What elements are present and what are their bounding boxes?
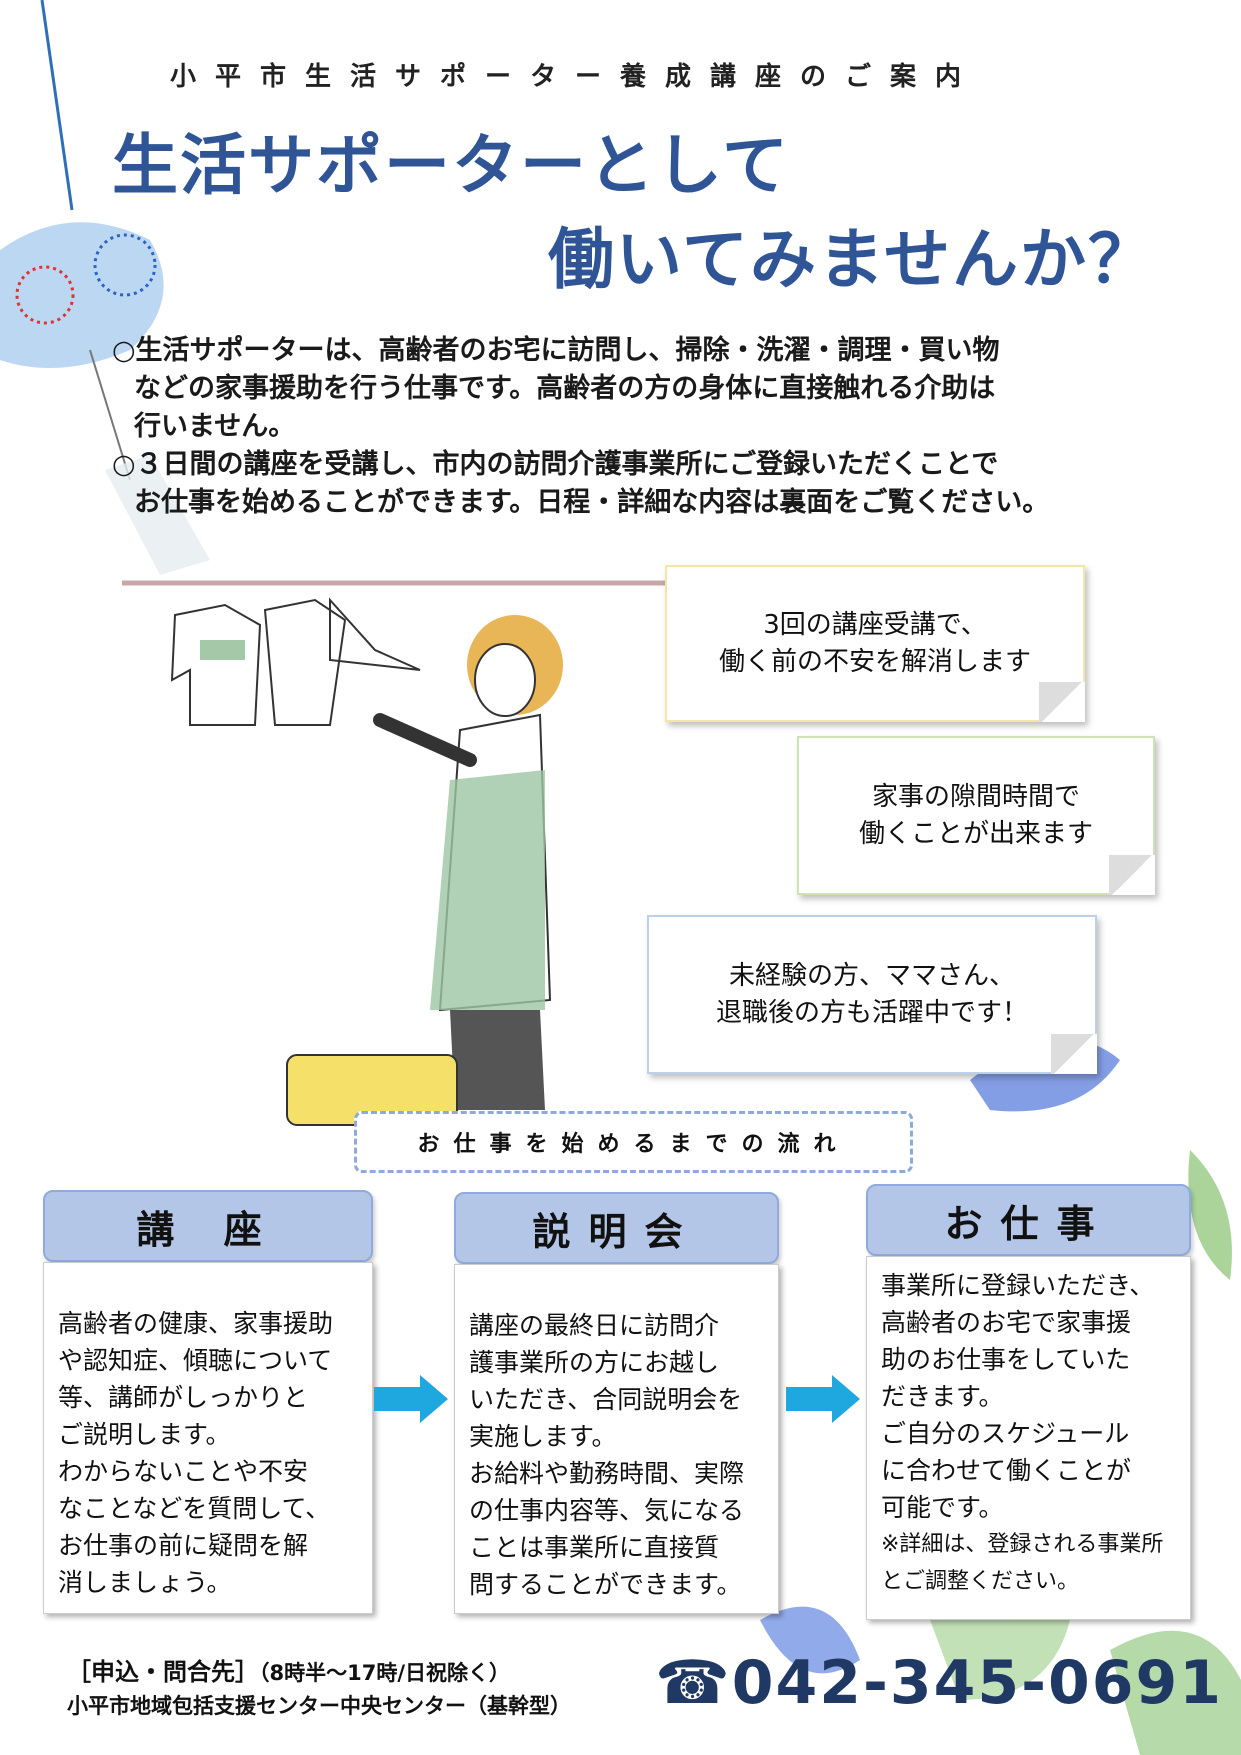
contact-info: ［申込・問合先］（8時半～17時/日祝除く） [67, 1652, 510, 1687]
intro-line: お仕事を始めることができます。日程・詳細な内容は裏面をご覧ください。 [134, 487, 1050, 518]
step-body: 講座の最終日に訪問介 護事業所の方にお越し いただき、合同説明会を 実施します。… [454, 1264, 779, 1614]
intro-line: ○生活サポーターは、高齢者のお宅に訪問し、掃除・洗濯・調理・買い物 [112, 335, 1000, 366]
step-note: ※詳細は、登録される事業所 [881, 1532, 1164, 1557]
wind-chime-illustration [0, 0, 210, 575]
step-line: の仕事内容等、気になる [469, 1496, 745, 1525]
callout-course-benefit: 3回の講座受講で、働く前の不安を解消します [665, 565, 1085, 722]
callout-line: 働く前の不安を解消します [718, 646, 1031, 677]
step-line: 助のお仕事をしていた [881, 1345, 1131, 1374]
intro-line: 行いません。 [134, 411, 296, 442]
step-line: 等、講師がしっかりと [58, 1383, 309, 1412]
step-line: ことは事業所に直接質 [469, 1533, 720, 1562]
step-line: 高齢者のお宅で家事援 [881, 1308, 1132, 1337]
organization-name: 小平市地域包括支援センター中央センター（基幹型） [67, 1694, 571, 1718]
step-course: 講 座 高齢者の健康、家事援助 や認知症、傾聴について 等、講師がしっかりと ご… [43, 1190, 373, 1614]
callout-line: 3回の講座受講で、 [763, 609, 987, 640]
laundry-pole-illustration [122, 580, 665, 726]
callout-line: 退職後の方も活躍中です！ [715, 997, 1028, 1028]
step-note: とご調整ください。 [881, 1569, 1080, 1594]
step-line: ご説明します。 [58, 1420, 231, 1449]
arrow-right-icon [374, 1375, 448, 1423]
step-briefing: 説明会 講座の最終日に訪問介 護事業所の方にお越し いただき、合同説明会を 実施… [454, 1192, 779, 1614]
intro-text: ○生活サポーターは、高齢者のお宅に訪問し、掃除・洗濯・調理・買い物 などの家事援… [112, 332, 1049, 522]
callout-spare-time: 家事の隙間時間で働くことが出来ます [797, 736, 1155, 895]
callout-inexperienced-welcome: 未経験の方、ママさん、退職後の方も活躍中です！ [647, 915, 1097, 1074]
step-line: わからないことや不安 [58, 1457, 309, 1486]
flow-label: お仕事を始めるまでの流れ [354, 1111, 913, 1173]
intro-line: などの家事援助を行う仕事です。高齢者の方の身体に直接触れる介助は [134, 373, 996, 404]
step-line: 問することができます。 [469, 1570, 742, 1599]
step-title: 講 座 [43, 1190, 373, 1262]
woman-hanging-laundry-illustration [286, 615, 563, 1126]
callout-line: 働くことが出来ます [858, 818, 1093, 849]
step-work: お仕事 事業所に登録いただき、 高齢者のお宅で家事援 助のお仕事をしていた だき… [866, 1184, 1191, 1620]
step-line: 講座の最終日に訪問介 [469, 1311, 720, 1340]
step-line: 高齢者の健康、家事援助 [58, 1309, 334, 1338]
step-line: お給料や勤務時間、実際 [469, 1459, 745, 1488]
intro-line: ○３日間の講座を受講し、市内の訪問介護事業所にご登録いただくことで [112, 449, 999, 480]
step-title: 説明会 [454, 1192, 779, 1264]
phone-icon: ☎ [655, 1648, 732, 1718]
step-line: 実施します。 [469, 1422, 617, 1451]
callout-line: 家事の隙間時間で [871, 781, 1080, 812]
step-line: ご自分のスケジュール [881, 1419, 1130, 1448]
step-line: に合わせて働くことが [881, 1456, 1132, 1485]
step-line: なことなどを質問して、 [58, 1494, 331, 1523]
step-line: 消しましょう。 [58, 1568, 232, 1597]
step-line: お仕事の前に疑問を解 [58, 1531, 309, 1560]
step-body: 事業所に登録いただき、 高齢者のお宅で家事援 助のお仕事をしていた だきます。 … [866, 1256, 1191, 1620]
step-body: 高齢者の健康、家事援助 や認知症、傾聴について 等、講師がしっかりと ご説明しま… [43, 1262, 373, 1614]
step-line: 護事業所の方にお越し [469, 1348, 720, 1377]
arrow-right-icon [786, 1375, 860, 1423]
step-line: だきます。 [881, 1382, 1004, 1411]
step-title: お仕事 [866, 1184, 1191, 1256]
step-line: 可能です。 [881, 1493, 1004, 1522]
title-line-1: 生活サポーターとして [112, 127, 791, 204]
contact-label: ［申込・問合先］ [67, 1658, 259, 1686]
title-line-2: 働いてみませんか？ [548, 221, 1157, 298]
flyer-subtitle: 小平市生活サポーター養成講座のご案内 [170, 62, 981, 92]
office-hours: （8時半～17時/日祝除く） [259, 1661, 511, 1685]
phone-number-text: 042-345-0691 [731, 1648, 1224, 1718]
step-line: いただき、合同説明会を [469, 1385, 743, 1414]
step-line: や認知症、傾聴について [58, 1346, 333, 1375]
step-line: 事業所に登録いただき、 [881, 1271, 1155, 1300]
phone-number[interactable]: ☎042-345-0691 [655, 1648, 1223, 1718]
callout-line: 未経験の方、ママさん、 [728, 960, 1015, 991]
